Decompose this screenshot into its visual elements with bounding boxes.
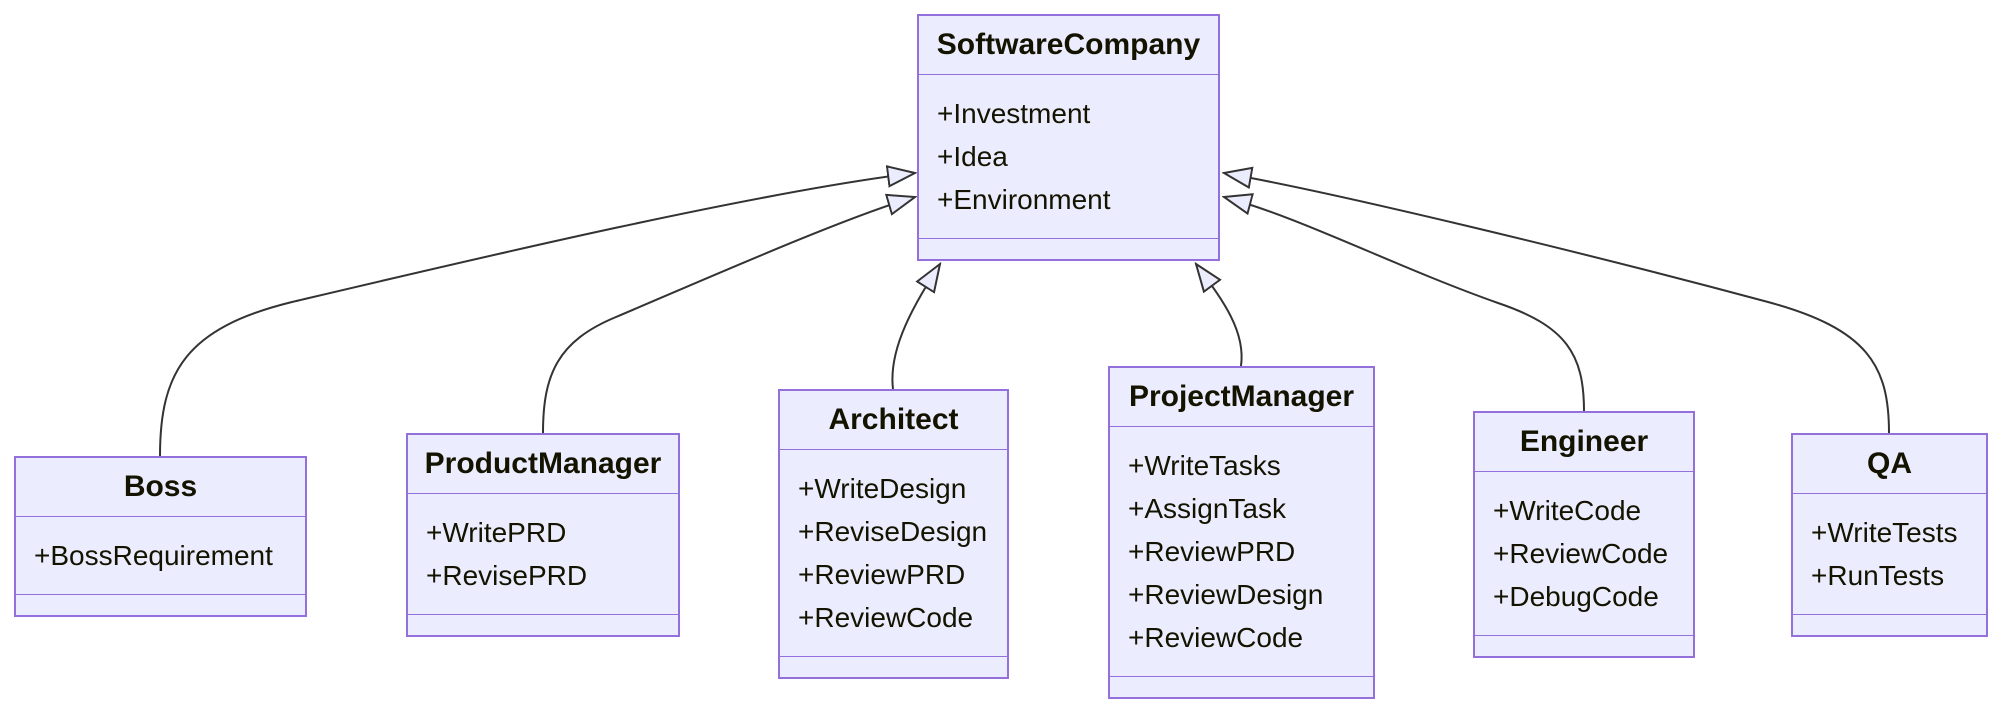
class-methods-compartment xyxy=(1475,635,1693,656)
class-attribute: +WriteCode xyxy=(1493,495,1642,526)
class-attribute-list: +WriteTasks +AssignTask +ReviewPRD +ReviewD… xyxy=(1110,427,1373,676)
class-methods-compartment xyxy=(408,614,678,635)
class-attribute: +DebugCode xyxy=(1493,581,1659,612)
class-methods-compartment xyxy=(16,594,305,615)
class-attribute-list: +Investment +Idea +Environment xyxy=(919,75,1218,238)
class-name: QA xyxy=(1793,435,1986,494)
class-attribute: +Idea xyxy=(937,141,1008,172)
class-attribute: +ReviewCode xyxy=(1128,622,1304,653)
class-node-projectmanager: ProjectManager +WriteTasks +AssignTask +Re… xyxy=(1108,366,1375,699)
class-attribute: +ReviewCode xyxy=(798,602,974,633)
class-attribute: +Investment xyxy=(937,98,1091,129)
class-attribute: +ReviewPRD xyxy=(1128,536,1296,567)
class-name: Architect xyxy=(780,391,1007,450)
class-node-productmanager: ProductManager +WritePRD +RevisePRD xyxy=(406,433,680,637)
class-node-softwarecompany: SoftwareCompany +Investment +Idea +Environ… xyxy=(917,14,1220,261)
class-attribute: +WriteTests xyxy=(1811,517,1958,548)
class-attribute-list: +WriteTests +RunTests xyxy=(1793,494,1986,614)
class-attribute: +ReviewDesign xyxy=(1128,579,1324,610)
class-attribute-list: +WritePRD +RevisePRD xyxy=(408,494,678,614)
class-attribute: +BossRequirement xyxy=(34,540,273,571)
class-name: SoftwareCompany xyxy=(919,16,1218,75)
class-attribute: +RevisePRD xyxy=(426,560,588,591)
inheritance-edge-qa-softwarecompany xyxy=(1224,173,1890,434)
class-name: Engineer xyxy=(1475,413,1693,472)
inheritance-edge-boss-softwarecompany xyxy=(159,173,915,457)
class-node-architect: Architect +WriteDesign +ReviseDesign +Revi… xyxy=(778,389,1009,679)
inheritance-edge-engineer-softwarecompany xyxy=(1224,197,1585,412)
class-attribute-list: +WriteDesign +ReviseDesign +ReviewPRD +Revi… xyxy=(780,450,1007,656)
inheritance-edge-architect-softwarecompany xyxy=(891,264,940,390)
class-attribute: +RunTests xyxy=(1811,560,1945,591)
class-node-engineer: Engineer +WriteCode +ReviewCode +DebugCode xyxy=(1473,411,1695,658)
class-attribute: +WriteDesign xyxy=(798,473,967,504)
class-methods-compartment xyxy=(1110,676,1373,697)
class-methods-compartment xyxy=(919,238,1218,259)
class-methods-compartment xyxy=(780,656,1007,677)
class-name: Boss xyxy=(16,458,305,517)
class-attribute-list: +WriteCode +ReviewCode +DebugCode xyxy=(1475,472,1693,635)
class-node-boss: Boss +BossRequirement xyxy=(14,456,307,617)
class-name: ProjectManager xyxy=(1110,368,1373,427)
class-attribute: +WriteTasks xyxy=(1128,450,1281,481)
class-attribute: +Environment xyxy=(937,184,1111,215)
class-attribute: +WritePRD xyxy=(426,517,567,548)
inheritance-edge-productmanager-softwarecompany xyxy=(542,197,915,434)
class-attribute-list: +BossRequirement xyxy=(16,517,305,594)
class-attribute: +ReviewCode xyxy=(1493,538,1669,569)
class-attribute: +AssignTask xyxy=(1128,493,1286,524)
class-methods-compartment xyxy=(1793,614,1986,635)
inheritance-edge-projectmanager-softwarecompany xyxy=(1196,264,1243,367)
class-attribute: +ReviseDesign xyxy=(798,516,988,547)
class-attribute: +ReviewPRD xyxy=(798,559,966,590)
class-node-qa: QA +WriteTests +RunTests xyxy=(1791,433,1988,637)
class-name: ProductManager xyxy=(408,435,678,494)
